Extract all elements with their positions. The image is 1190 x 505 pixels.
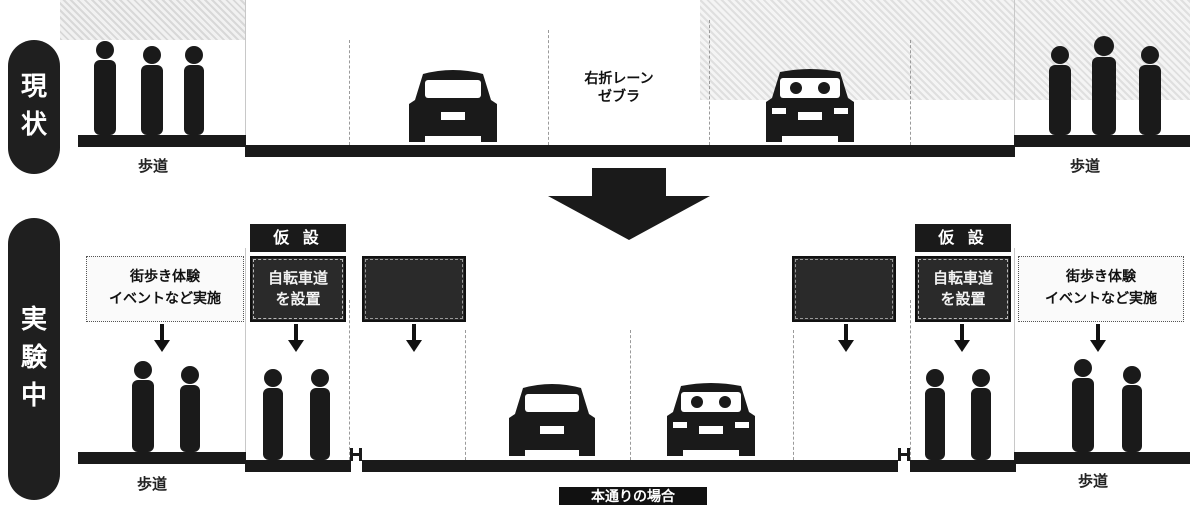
footer-caption: 本通りの場合 (559, 487, 707, 505)
sidewalk-label-right: 歩道 (1070, 155, 1100, 176)
person-icon (90, 40, 120, 135)
down-arrow-icon (548, 168, 710, 240)
road-edge (1014, 248, 1015, 460)
temp-lane-ground-left (245, 460, 351, 472)
sidewalk-ground-left (78, 135, 246, 147)
person-icon (128, 360, 158, 452)
event-box-right-line2: イベントなど実施 (1019, 289, 1183, 311)
event-box-left-line2: イベントなど実施 (87, 289, 243, 311)
person-icon (260, 368, 286, 460)
zebra-lane-line1: 右折レーン (574, 70, 664, 88)
car-icon (505, 380, 599, 460)
lane-line (709, 20, 710, 145)
experiment-char-1: 実 (21, 302, 47, 340)
car-icon (665, 380, 757, 460)
temp-lane-ground-right (910, 460, 1016, 472)
sidewalk-ground-left (78, 452, 246, 464)
sidewalk-ground-right (1014, 452, 1190, 464)
sidewalk-label-left: 歩道 (137, 473, 167, 494)
person-icon (180, 45, 208, 135)
person-icon (137, 45, 167, 135)
event-box-left-line1: 街歩き体験 (87, 267, 243, 289)
current-char-2: 状 (21, 107, 47, 145)
curb-icon (897, 447, 911, 461)
experiment-char-2: 験 (21, 340, 47, 378)
lane-line (793, 330, 794, 460)
bike-lane-box-right-line2: を設置 (917, 289, 1009, 310)
zebra-lane-line2: ゼブラ (574, 88, 664, 106)
person-icon (176, 365, 204, 452)
temporary-label-left: 仮 設 (250, 224, 346, 252)
road-ground (362, 460, 898, 472)
person-icon (1135, 45, 1165, 135)
lane-line (465, 330, 466, 460)
event-box-left: 街歩き体験 イベントなど実施 (86, 256, 244, 322)
lane-line (349, 40, 350, 145)
car-icon (405, 66, 501, 146)
person-icon (922, 368, 948, 460)
background-texture-left (60, 0, 245, 40)
sidewalk-label-right: 歩道 (1078, 470, 1108, 491)
person-icon (1087, 35, 1121, 135)
person-icon (1045, 45, 1075, 135)
lane-line (349, 300, 350, 460)
info-box-obscured-right (792, 256, 896, 322)
sidewalk-ground-right (1014, 135, 1190, 147)
lane-line (910, 40, 911, 145)
temporary-label-right: 仮 設 (915, 224, 1011, 252)
experiment-label: 実 験 中 (8, 218, 60, 500)
person-icon (1118, 365, 1146, 452)
person-icon (968, 368, 994, 460)
road-edge (1014, 0, 1015, 145)
info-box-obscured-left (362, 256, 466, 322)
lane-line (910, 300, 911, 460)
experiment-char-3: 中 (21, 378, 47, 416)
current-state-label: 現 状 (8, 40, 60, 174)
road-edge (245, 0, 246, 145)
lane-line (630, 330, 631, 460)
road-edge (245, 248, 246, 460)
zebra-lane-label: 右折レーン ゼブラ (574, 70, 664, 106)
bike-lane-box-left-line1: 自転車道 (252, 268, 344, 289)
car-icon (764, 66, 856, 146)
bike-lane-box-left-line2: を設置 (252, 289, 344, 310)
curb-icon (349, 447, 363, 461)
lane-line (548, 30, 549, 145)
current-char-1: 現 (21, 69, 47, 107)
bike-lane-box-right-line1: 自転車道 (917, 268, 1009, 289)
bike-lane-box-right: 自転車道 を設置 (915, 256, 1011, 322)
person-icon (307, 368, 333, 460)
sidewalk-label-left: 歩道 (138, 155, 168, 176)
road-ground (245, 145, 1015, 157)
event-box-right: 街歩き体験 イベントなど実施 (1018, 256, 1184, 322)
bike-lane-box-left: 自転車道 を設置 (250, 256, 346, 322)
event-box-right-line1: 街歩き体験 (1019, 267, 1183, 289)
person-icon (1068, 358, 1098, 452)
